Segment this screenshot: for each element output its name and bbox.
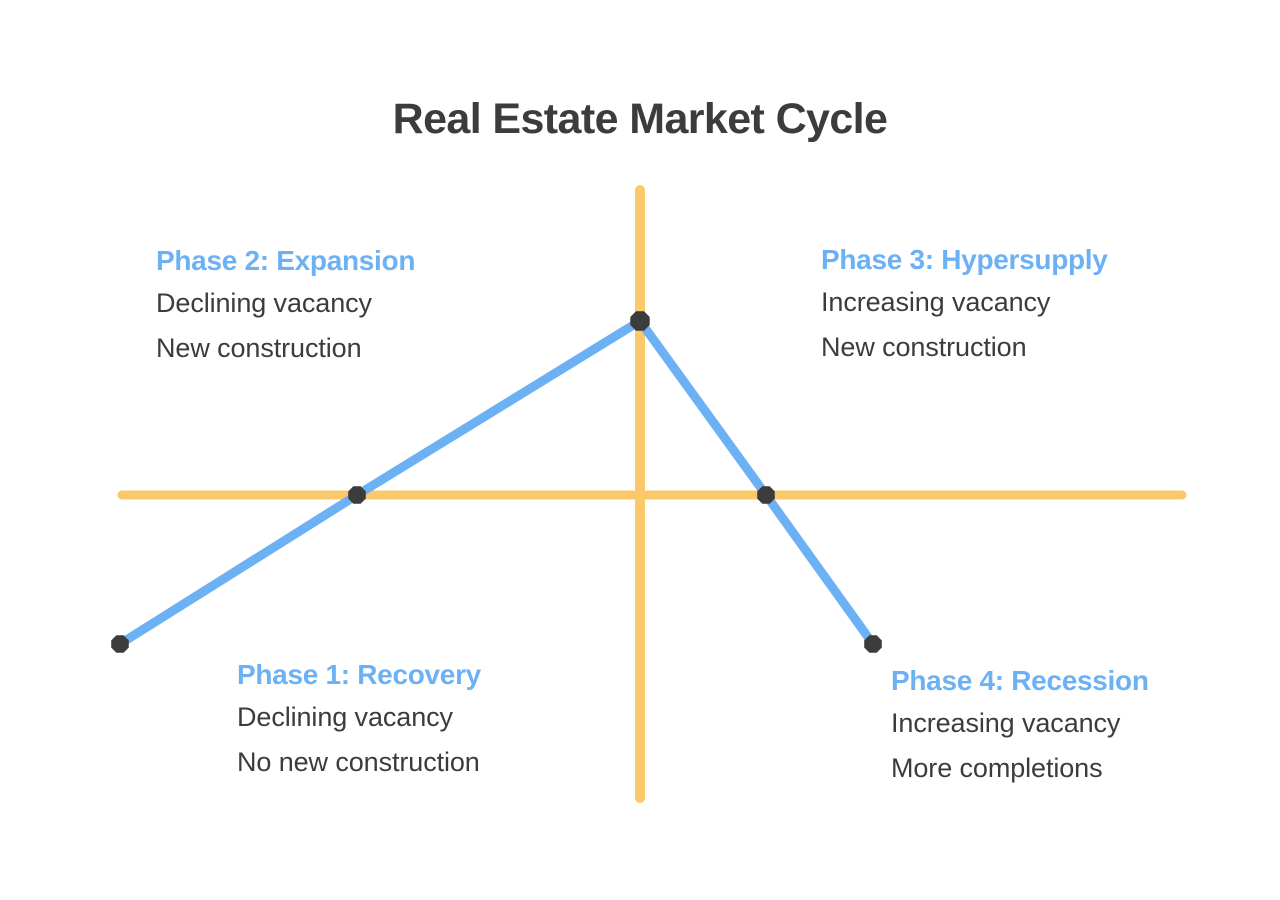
phase-3-title: Phase 3: Hypersupply bbox=[821, 244, 1108, 275]
phase-4-line-2: More completions bbox=[891, 753, 1103, 784]
phase-block-hypersupply: Phase 3: Hypersupply Increasing vacancy … bbox=[821, 246, 1108, 373]
phase-1-line-1: Declining vacancy bbox=[237, 702, 453, 732]
phase-4-title: Phase 4: Recession bbox=[891, 665, 1149, 696]
phase-block-recovery: Phase 1: Recovery Declining vacancy No n… bbox=[237, 661, 481, 788]
cycle-point-marker: Hypersupply / Recession crossover bbox=[757, 486, 775, 504]
phase-1-line-2: No new construction bbox=[237, 747, 480, 778]
phase-3-line-2: New construction bbox=[821, 332, 1027, 363]
phase-4-line-1: Increasing vacancy bbox=[891, 708, 1121, 738]
marker-layer: Cycle start Recovery / Expansion crossove… bbox=[111, 311, 882, 653]
page-title: Real Estate Market Cycle bbox=[392, 95, 888, 143]
phase-block-recession: Phase 4: Recession Increasing vacancy Mo… bbox=[891, 667, 1149, 794]
cycle-point-marker: Peak of cycle bbox=[630, 311, 650, 331]
cycle-point-marker: Cycle start bbox=[111, 635, 129, 653]
phase-1-title: Phase 1: Recovery bbox=[237, 659, 481, 690]
cycle-point-marker: Recovery / Expansion crossover bbox=[348, 486, 366, 504]
phase-2-line-1: Declining vacancy bbox=[156, 288, 372, 318]
cycle-point-marker: Cycle trough bbox=[864, 635, 882, 653]
phase-2-title: Phase 2: Expansion bbox=[156, 245, 416, 276]
phase-2-line-2: New construction bbox=[156, 333, 362, 364]
phase-block-expansion: Phase 2: Expansion Declining vacancy New… bbox=[156, 247, 415, 374]
phase-3-line-1: Increasing vacancy bbox=[821, 287, 1051, 317]
